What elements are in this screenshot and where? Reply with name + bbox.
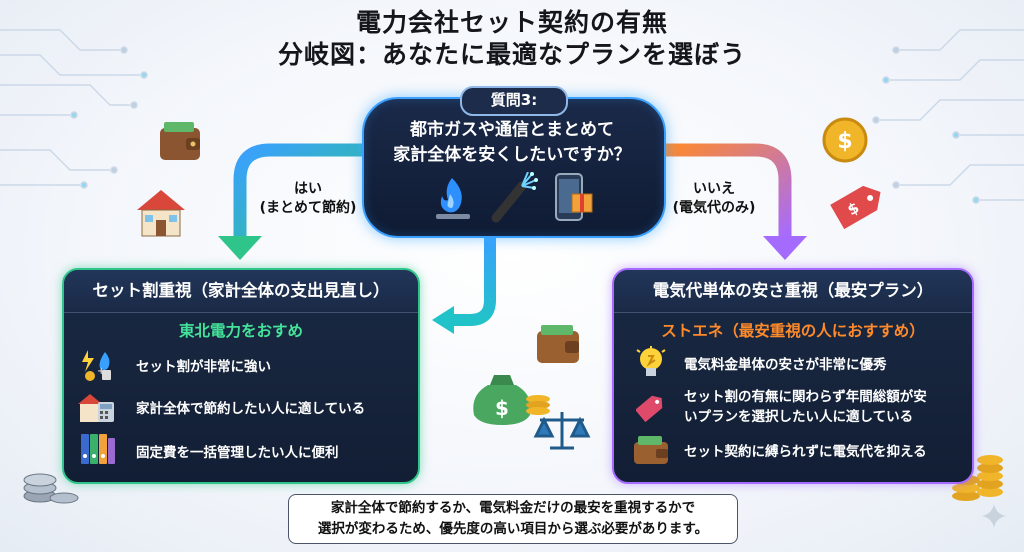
coin-icon: $ (822, 117, 868, 163)
right-item-1: 電気料金単体の安さが非常に優秀 (684, 357, 887, 373)
left-result-card: セット割重視（家計全体の支出見直し） 東北電力をおすめ + セット割が非常に強い… (62, 268, 420, 484)
left-card-recommend: 東北電力をおすめ (178, 322, 303, 340)
right-card-recommend: ストエネ（最安重視の人におすすめ） (661, 322, 925, 340)
right-item-2b: いプランを選択したい人に適している (684, 409, 914, 425)
left-item-3: 固定費を一括管理したい人に便利 (136, 445, 339, 461)
yes-arrow (218, 143, 362, 260)
wallet-icon (537, 325, 579, 363)
no-branch-label: いいえ (電気代のみ) (664, 180, 764, 218)
page-title-line2: 分岐図：あなたに最適なプランを選ぼう (277, 40, 746, 69)
right-result-card: 電気代単体の安さ重視（最安プラン） ストエネ（最安重視の人におすすめ） 電気料金… (612, 268, 974, 484)
gas-electric-icon: + (82, 350, 111, 381)
summary-note: 家計全体で節約するか、電気料金だけの最安を重視するかで 選択が変わるため、優先度… (288, 494, 738, 544)
question-text: 都市ガスや通信とまとめて 家計全体を安くしたいですか？ (362, 118, 662, 168)
price-tag-icon: $ (830, 185, 881, 230)
no-detail: (電気代のみ) (672, 200, 756, 216)
yes-branch-label: はい (まとめて節約) (258, 180, 358, 218)
right-item-3: セット契約に縛られずに電気代を抑える (684, 444, 927, 460)
calculator-house-icon (78, 394, 114, 422)
scale-icon (533, 412, 591, 450)
question-icons (436, 172, 593, 223)
fiber-cable-icon (491, 172, 538, 223)
binders-icon (81, 434, 115, 464)
question-line2: 家計全体を安くしたいですか？ (393, 145, 631, 165)
question-tag: 質問3: (460, 86, 568, 116)
right-card-header: 電気代単体の安さ重視（最安プラン） (614, 270, 972, 313)
yes-label: はい (294, 181, 322, 197)
coin-stack-icon (23, 473, 79, 504)
gas-flame-icon (436, 178, 470, 219)
question-line1: 都市ガスや通信とまとめて (410, 120, 614, 140)
money-bag-icon: $ (473, 375, 550, 425)
svg-text:$: $ (837, 129, 852, 154)
page-title-line1: 電力会社セット契約の有無 (355, 8, 668, 37)
house-icon (137, 190, 185, 237)
circuit-lines-left (0, 29, 148, 189)
left-card-header: セット割重視（家計全体の支出見直し） (64, 270, 418, 313)
wallet-icon (634, 436, 668, 464)
left-item-1: セット割が非常に強い (136, 359, 271, 375)
yes-detail: (まとめて節約) (259, 200, 357, 216)
note-line2: 選択が変わるため、優先度の高い項目から選ぶ必要があります。 (317, 521, 709, 537)
no-label: いいえ (693, 181, 735, 197)
no-arrow (662, 143, 807, 260)
circuit-lines-right (872, 29, 1024, 204)
wallet-icon (160, 122, 200, 160)
svg-text:$: $ (495, 396, 509, 420)
coin-stack-icon (952, 455, 1003, 501)
smartphone-gift-icon (555, 173, 593, 221)
svg-text:+: + (97, 366, 105, 377)
middle-arrow (432, 234, 496, 334)
lightbulb-icon (636, 346, 666, 376)
price-tag-icon (636, 395, 663, 423)
sparkle-icon (982, 504, 1006, 528)
left-item-2: 家計全体で節約したい人に適している (136, 401, 366, 417)
note-line1: 家計全体で節約するか、電気料金だけの最安を重視するかで (330, 500, 696, 516)
right-item-2a: セット割の有無に関わらず年間総額が安 (684, 389, 927, 405)
